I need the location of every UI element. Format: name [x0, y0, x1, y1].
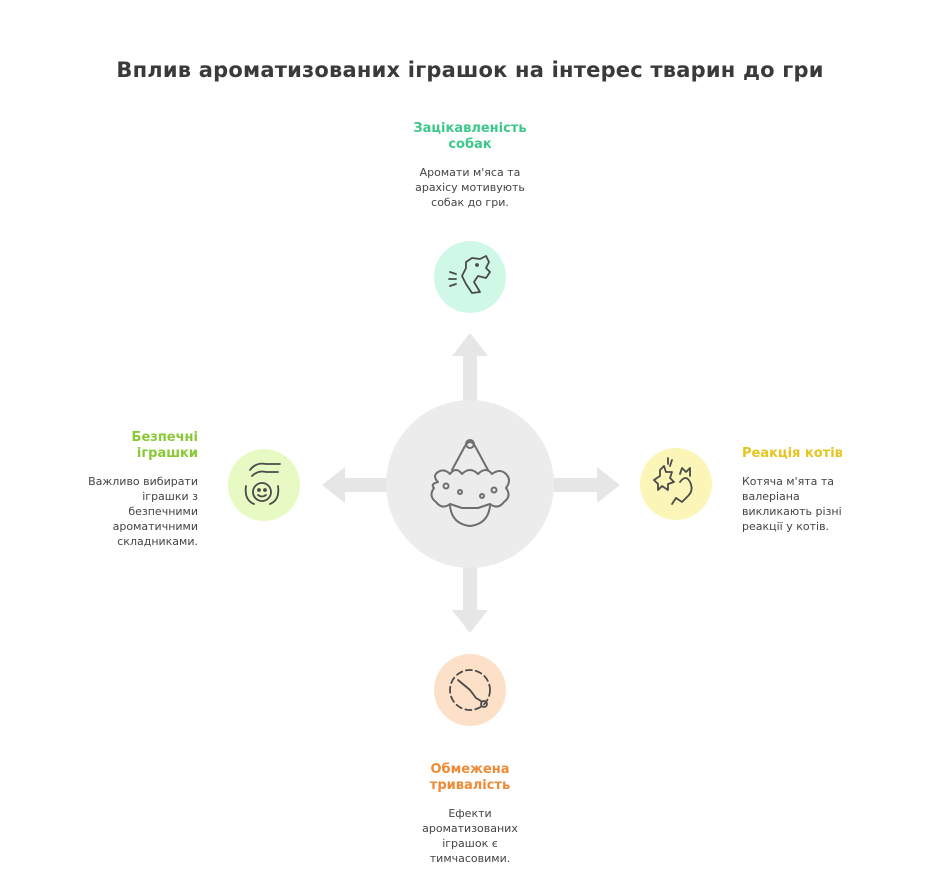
- bottom-heading-line2: тривалість: [429, 778, 511, 793]
- hub-circle: [386, 400, 554, 568]
- left-desc-line: складниками.: [117, 535, 198, 548]
- top-heading: Зацікавленість собак: [370, 121, 570, 153]
- node-left: [228, 449, 300, 521]
- timer-icon: [449, 669, 491, 711]
- left-heading-line1: Безпечні: [131, 430, 198, 445]
- cat-play-icon: [653, 457, 693, 505]
- node-bottom: [434, 654, 506, 726]
- left-desc-line: іграшки з: [142, 490, 198, 503]
- bottom-description: Ефекти ароматизованих іграшок є тимчасов…: [370, 806, 570, 866]
- safe-toy-icon: [244, 462, 281, 505]
- bottom-desc-line: ароматизованих: [422, 822, 518, 835]
- bottom-heading: Обмежена тривалість: [370, 762, 570, 794]
- right-description: Котяча м'ята та валеріана викликають різ…: [742, 474, 932, 534]
- bottom-desc-line: тимчасовими.: [429, 852, 511, 865]
- right-desc-line: реакції у котів.: [742, 520, 830, 533]
- right-desc-line: викликають різні: [742, 505, 842, 518]
- top-desc-line: собак до гри.: [431, 196, 509, 209]
- right-desc-line: валеріана: [742, 490, 800, 503]
- top-heading-line1: Зацікавленість: [413, 121, 527, 136]
- left-description: Важливо вибирати іграшки з безпечними ар…: [20, 474, 198, 549]
- arrow-down: [452, 562, 488, 633]
- bottom-desc-line: іграшок є: [442, 837, 498, 850]
- node-top-circle: [434, 241, 506, 313]
- page-title: Вплив ароматизованих іграшок на інтерес …: [116, 58, 824, 82]
- bottom-desc-line: Ефекти: [448, 807, 492, 820]
- hub: [386, 400, 554, 568]
- right-heading-line1: Реакція котів: [742, 446, 843, 461]
- arrow-up: [452, 333, 488, 402]
- right-heading: Реакція котів: [742, 446, 932, 462]
- left-heading: Безпечні іграшки: [20, 430, 198, 462]
- node-left-circle: [228, 449, 300, 521]
- arrow-right: [550, 467, 620, 503]
- node-right-circle: [640, 448, 712, 520]
- left-desc-line: безпечними: [128, 505, 198, 518]
- node-right: [640, 448, 712, 520]
- arrow-left: [322, 467, 390, 503]
- top-desc-line: Аромати м'яса та: [419, 166, 521, 179]
- left-desc-line: Важливо вибирати: [88, 475, 198, 488]
- sniffing-dog-icon: [448, 255, 491, 294]
- left-desc-line: ароматичними: [112, 520, 198, 533]
- node-top: [434, 241, 506, 313]
- right-desc-line: Котяча м'ята та: [742, 475, 835, 488]
- top-heading-line2: собак: [448, 137, 492, 152]
- scented-toy-basket-icon: [430, 439, 510, 527]
- bottom-heading-line1: Обмежена: [430, 762, 510, 777]
- left-heading-line2: іграшки: [136, 446, 198, 461]
- top-description: Аромати м'яса та арахісу мотивують собак…: [370, 165, 570, 210]
- arrows: [322, 333, 620, 633]
- top-desc-line: арахісу мотивують: [415, 181, 525, 194]
